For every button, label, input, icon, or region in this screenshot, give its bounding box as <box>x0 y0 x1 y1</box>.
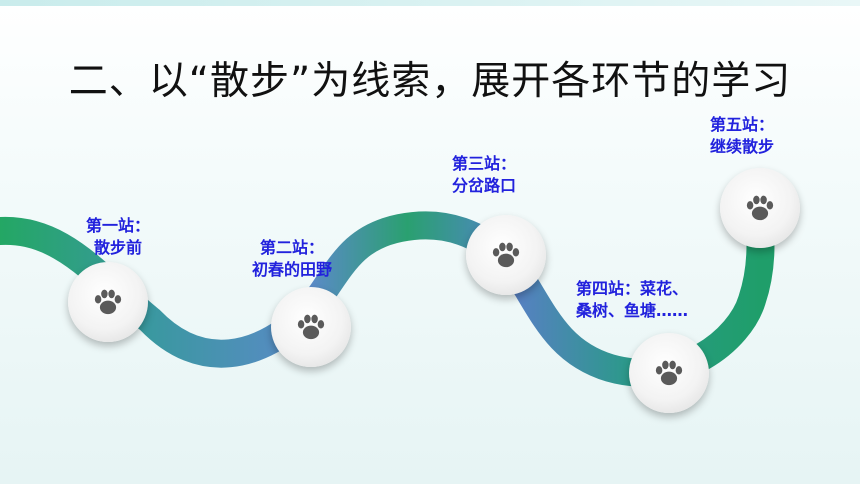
station-4-subtitle: 桑树、鱼塘…… <box>576 301 689 320</box>
station-4-label: 第四站：菜花、 桑树、鱼塘…… <box>576 278 688 322</box>
station-2-node[interactable] <box>271 287 351 367</box>
page-title: 二、以“散步”为线索，展开各环节的学习 <box>68 59 792 104</box>
paw-icon <box>746 195 774 221</box>
station-3-label: 第三站： 分岔路口 <box>452 153 516 197</box>
station-5-node[interactable] <box>720 168 800 248</box>
station-1-subtitle: 散步前 <box>94 238 143 257</box>
station-5-title: 第五站： <box>710 115 775 134</box>
station-4-node[interactable] <box>629 333 709 413</box>
station-1-node[interactable] <box>68 262 148 342</box>
top-band <box>0 0 860 6</box>
station-3-title: 第三站： <box>452 154 517 173</box>
paw-icon <box>297 314 325 340</box>
paw-icon <box>492 242 520 268</box>
station-3-subtitle: 分岔路口 <box>452 176 517 195</box>
station-2-title: 第二站： <box>260 238 325 257</box>
station-4-title: 第四站：菜花、 <box>576 279 689 298</box>
station-1-label: 第一站： 散步前 <box>86 215 150 259</box>
station-5-label: 第五站： 继续散步 <box>710 114 774 158</box>
station-5-subtitle: 继续散步 <box>710 137 775 156</box>
station-1-title: 第一站： <box>86 216 151 235</box>
station-3-node[interactable] <box>466 215 546 295</box>
station-2-label: 第二站： 初春的田野 <box>252 237 332 281</box>
path-segment-1 <box>0 216 320 368</box>
paw-icon <box>94 289 122 315</box>
station-2-subtitle: 初春的田野 <box>252 260 333 279</box>
paw-icon <box>655 360 683 386</box>
